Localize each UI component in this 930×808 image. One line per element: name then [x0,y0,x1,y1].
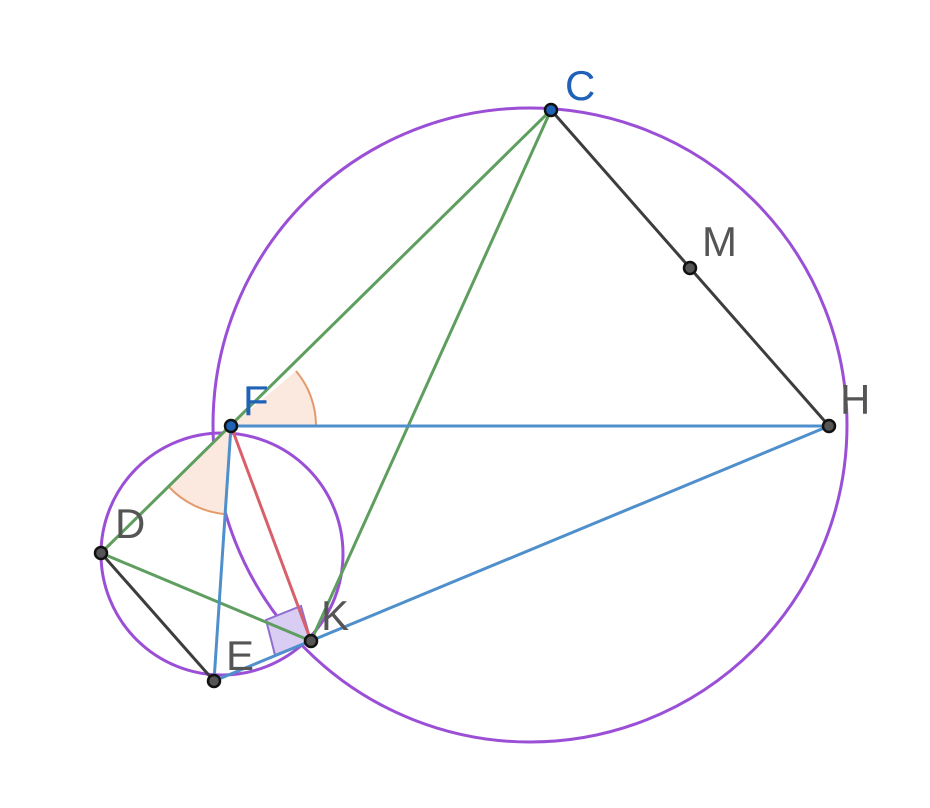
segment-CK [309,108,553,643]
label-K: K [321,592,349,639]
segment-DK [99,551,313,643]
label-H: H [840,376,870,423]
segment-FK [229,424,313,643]
point-C [543,102,559,118]
point-D [93,545,109,561]
point-M [682,260,698,276]
label-M: M [702,218,737,265]
angle-arc-at-F-upper [231,371,317,426]
point-E [206,673,222,689]
point-F [223,418,239,434]
label-E: E [226,632,254,679]
segment-CD [99,108,553,555]
angle-markers [168,370,318,657]
point-labels: C M F H D K E [115,62,870,679]
angle-arc-at-F-upper-stroke [295,370,318,427]
segment-FE [212,424,233,683]
segment-DE [99,551,216,683]
angle-arc-at-F-lower-stroke [168,486,225,515]
segments [99,108,831,683]
points [93,102,837,689]
point-K [303,633,319,649]
label-D: D [115,500,145,547]
large-circle [211,106,849,744]
label-F: F [243,377,269,424]
angle-arc-at-F-lower [169,426,231,514]
point-H [821,418,837,434]
label-C: C [565,62,595,109]
